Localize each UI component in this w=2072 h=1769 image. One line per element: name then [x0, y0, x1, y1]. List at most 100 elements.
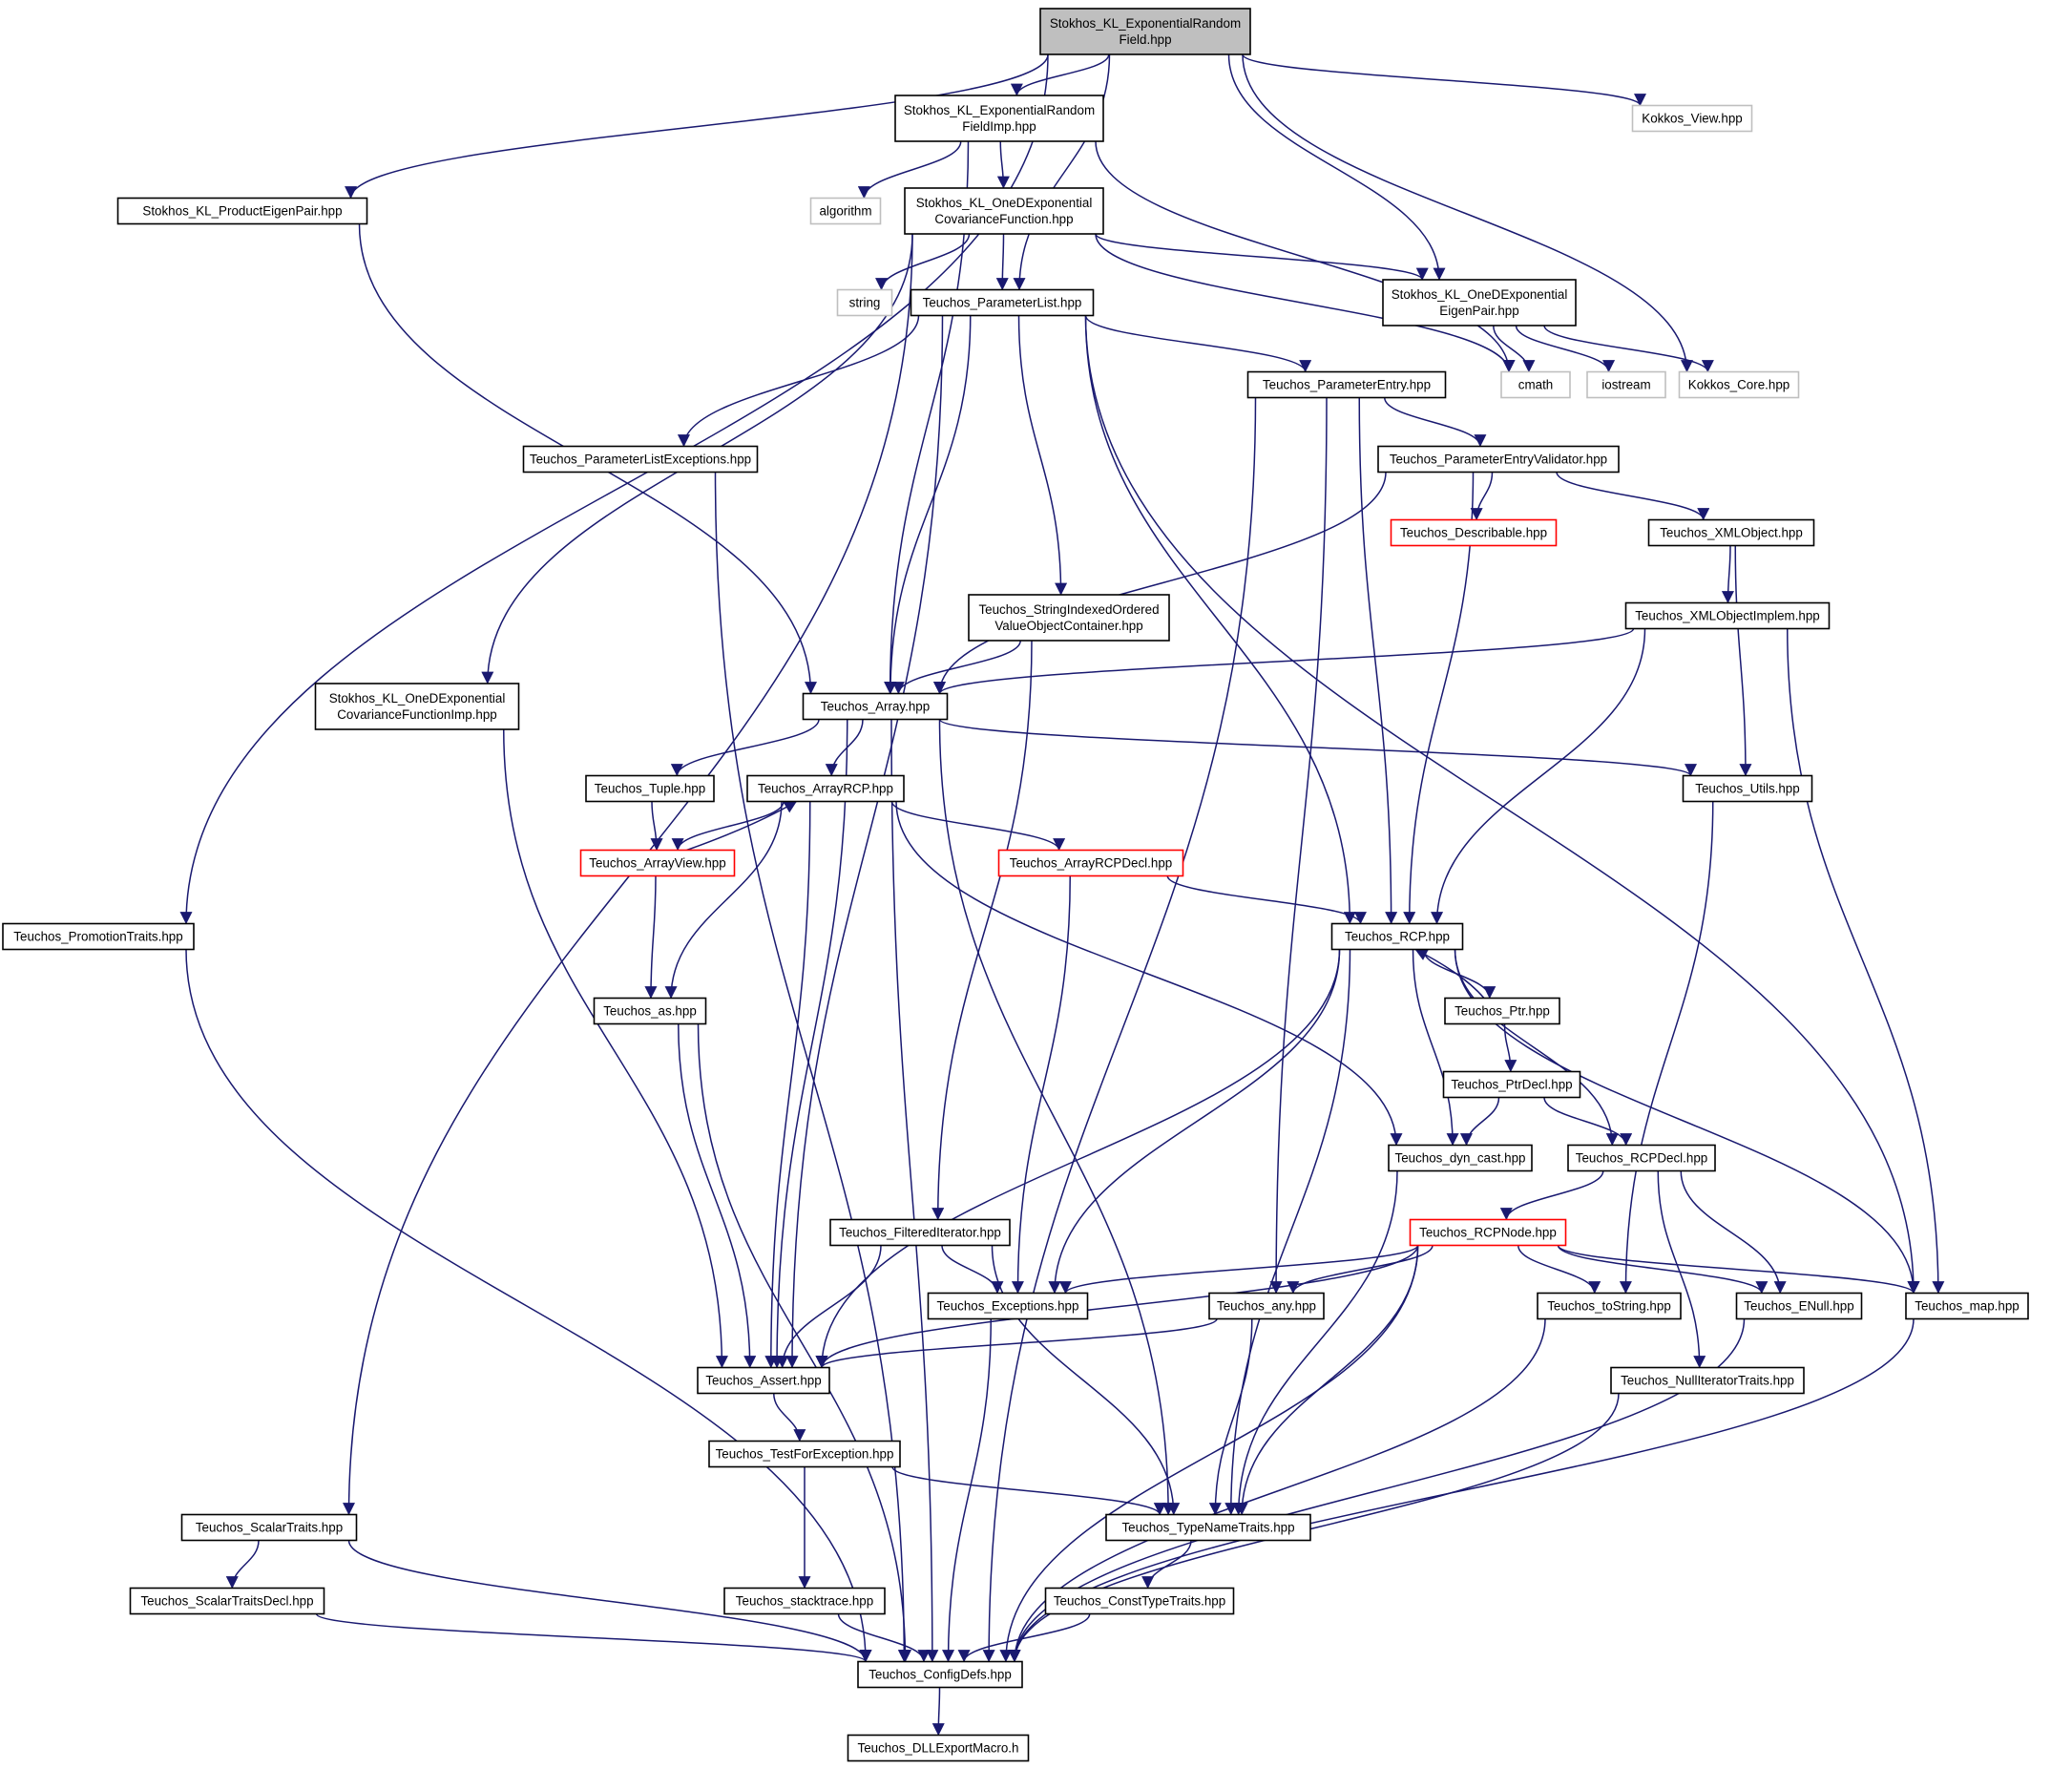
node-enull[interactable]: Teuchos_ENull.hpp — [1735, 1292, 1863, 1320]
node-utils[interactable]: Teuchos_Utils.hpp — [1682, 774, 1813, 803]
node-as[interactable]: Teuchos_as.hpp — [593, 997, 707, 1025]
node-arrayrcp[interactable]: Teuchos_ArrayRCP.hpp — [746, 774, 905, 803]
node-label: Teuchos_ConfigDefs.hpp — [869, 1668, 1012, 1682]
node-rcpnode[interactable]: Teuchos_RCPNode.hpp — [1409, 1218, 1567, 1247]
edge-parameterentryvalidator-to-describable — [1470, 472, 1494, 521]
edge-kl_oned_covfun_imp-to-assert — [503, 728, 728, 1369]
node-box — [1388, 1144, 1533, 1172]
node-label: Teuchos_Utils.hpp — [1695, 782, 1799, 796]
node-scalartraits[interactable]: Teuchos_ScalarTraits.hpp — [180, 1513, 358, 1542]
edge-line — [1493, 325, 1536, 373]
edge-line — [815, 949, 1341, 1369]
edge-line — [1619, 801, 1714, 1295]
node-label: Teuchos_ArrayRCPDecl.hpp — [1010, 856, 1172, 871]
node-map[interactable]: Teuchos_map.hpp — [1905, 1292, 2029, 1320]
node-exceptions[interactable]: Teuchos_Exceptions.hpp — [927, 1292, 1089, 1320]
node-rcp[interactable]: Teuchos_RCP.hpp — [1330, 922, 1464, 951]
node-describable[interactable]: Teuchos_Describable.hpp — [1390, 518, 1558, 547]
node-scalartraitsdecl[interactable]: Teuchos_ScalarTraitsDecl.hpp — [129, 1587, 325, 1615]
node-parameterentry[interactable]: Teuchos_ParameterEntry.hpp — [1246, 370, 1447, 399]
edge-line — [1095, 233, 1429, 281]
node-stacktrace[interactable]: Teuchos_stacktrace.hpp — [723, 1587, 886, 1615]
node-configdefs[interactable]: Teuchos_ConfigDefs.hpp — [857, 1660, 1023, 1689]
node-box — [1624, 601, 1831, 630]
edge-line — [347, 1540, 872, 1663]
edge-root-to-kl_product_eigenpair — [345, 53, 1049, 200]
node-box — [836, 288, 893, 317]
edge-arrayrcp-to-arrayrcpdecl — [890, 801, 1066, 852]
node-label: Teuchos_PromotionTraits.hpp — [13, 930, 182, 944]
node-box — [1537, 1292, 1682, 1320]
edge-arrayview-to-arrayrcp — [686, 800, 798, 852]
node-ptr[interactable]: Teuchos_Ptr.hpp — [1444, 997, 1560, 1025]
node-label: Teuchos_Ptr.hpp — [1455, 1004, 1550, 1019]
edge-xmlobjectimplem-to-map — [1787, 628, 1945, 1295]
edge-array-to-typenametraits — [938, 719, 1175, 1516]
node-ptrdecl[interactable]: Teuchos_PtrDecl.hpp — [1442, 1070, 1581, 1099]
node-box — [927, 1292, 1089, 1320]
edge-line — [1543, 325, 1714, 373]
edge-kl_erf_imp-to-cmath — [1095, 140, 1516, 373]
edge-line — [931, 640, 1033, 1221]
node-typenametraits[interactable]: Teuchos_TypeNameTraits.hpp — [1105, 1513, 1311, 1542]
node-label: Teuchos_RCPDecl.hpp — [1576, 1151, 1707, 1166]
node-consttypetraits[interactable]: Teuchos_ConstTypeTraits.hpp — [1044, 1587, 1235, 1615]
edge-rcpdecl-to-enull — [1680, 1170, 1787, 1295]
node-parameterentryvalidator[interactable]: Teuchos_ParameterEntryValidator.hpp — [1377, 445, 1620, 474]
edge-line — [1557, 1244, 1920, 1295]
node-xmlobject[interactable]: Teuchos_XMLObject.hpp — [1647, 518, 1815, 547]
edge-line — [776, 1245, 882, 1369]
node-tostring[interactable]: Teuchos_toString.hpp — [1537, 1292, 1682, 1320]
node-parameterlist[interactable]: Teuchos_ParameterList.hpp — [910, 288, 1095, 317]
edge-arrayrcp-to-dyn_cast — [895, 801, 1403, 1147]
node-box — [1682, 774, 1813, 803]
node-array[interactable]: Teuchos_Array.hpp — [802, 692, 949, 721]
edge-testforexception-to-typenametraits — [891, 1466, 1166, 1516]
node-parameterlistexceptions[interactable]: Teuchos_ParameterListExceptions.hpp — [522, 445, 759, 474]
node-box — [129, 1587, 325, 1615]
node-stringindexed[interactable]: Teuchos_StringIndexedOrderedValueObjectC… — [968, 594, 1170, 642]
node-dllexportmacro[interactable]: Teuchos_DLLExportMacro.h — [847, 1734, 1030, 1762]
node-box — [1105, 1513, 1311, 1542]
edge-line — [1557, 1245, 1769, 1295]
nodes-layer: Stokhos_KL_ExponentialRandomField.hppSto… — [2, 8, 2029, 1762]
edge-root-to-kokkos_core — [1242, 53, 1693, 373]
node-nulliteratortraits[interactable]: Teuchos_NullIteratorTraits.hpp — [1610, 1366, 1805, 1395]
node-xmlobjectimplem[interactable]: Teuchos_XMLObjectImplem.hpp — [1624, 601, 1831, 630]
node-box — [314, 683, 520, 730]
edge-parameterentryvalidator-to-rcp — [1403, 472, 1475, 925]
edge-line — [884, 315, 972, 695]
edge-line — [1499, 1170, 1604, 1221]
edge-line — [957, 1613, 1091, 1663]
edge-array-to-configdefs — [890, 719, 939, 1663]
node-kl_oned_covfun_imp[interactable]: Stokhos_KL_OneDExponentialCovarianceFunc… — [314, 683, 520, 730]
node-label: Stokhos_KL_OneDExponential — [1392, 287, 1568, 302]
edge-arrayrcp-to-assert — [764, 801, 811, 1369]
node-any[interactable]: Teuchos_any.hpp — [1208, 1292, 1325, 1320]
node-kl_oned_covfun[interactable]: Stokhos_KL_OneDExponentialCovarianceFunc… — [904, 187, 1104, 235]
node-box — [1631, 104, 1753, 133]
node-label: Teuchos_any.hpp — [1217, 1299, 1316, 1314]
node-arrayrcpdecl[interactable]: Teuchos_ArrayRCPDecl.hpp — [997, 849, 1184, 877]
edge-exceptions-to-configdefs — [942, 1318, 992, 1663]
node-rcpdecl[interactable]: Teuchos_RCPDecl.hpp — [1567, 1144, 1716, 1172]
node-assert[interactable]: Teuchos_Assert.hpp — [697, 1366, 830, 1395]
node-kl_product_eigenpair[interactable]: Stokhos_KL_ProductEigenPair.hpp — [116, 197, 368, 225]
edge-line — [941, 1245, 1004, 1295]
node-label: string — [849, 296, 881, 310]
node-filterediterator[interactable]: Teuchos_FilteredIterator.hpp — [829, 1218, 1011, 1247]
edge-line — [837, 1613, 931, 1663]
edge-line — [1503, 1023, 1517, 1073]
node-tuple[interactable]: Teuchos_Tuple.hpp — [585, 774, 715, 803]
edge-rcp-to-typenametraits — [1224, 949, 1351, 1516]
node-testforexception[interactable]: Teuchos_TestForException.hpp — [708, 1440, 901, 1468]
node-dyn_cast[interactable]: Teuchos_dyn_cast.hpp — [1388, 1144, 1533, 1172]
node-box — [116, 197, 368, 225]
node-box — [910, 288, 1095, 317]
node-arrayview[interactable]: Teuchos_ArrayView.hpp — [579, 849, 736, 877]
node-label: Kokkos_View.hpp — [1642, 112, 1742, 126]
node-promotiontraits[interactable]: Teuchos_PromotionTraits.hpp — [2, 922, 195, 951]
